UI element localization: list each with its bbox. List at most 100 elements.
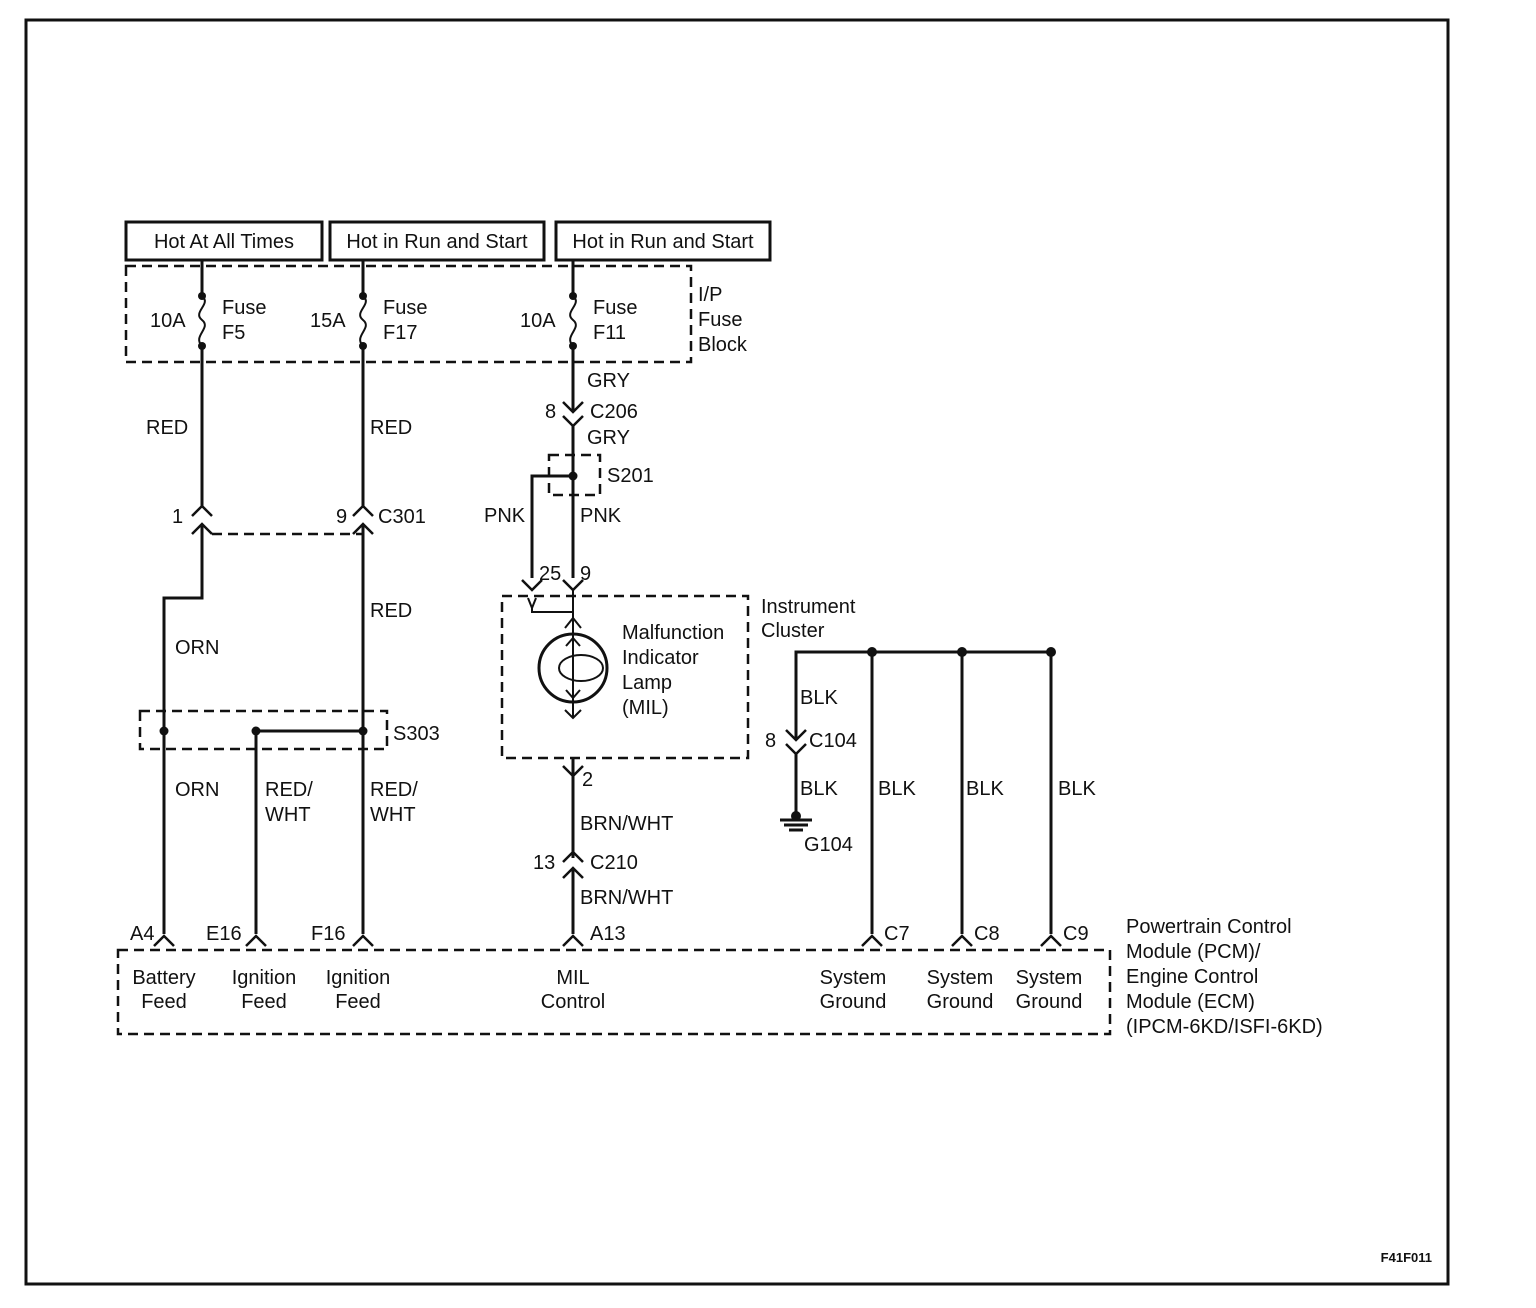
fuse-f11-label: Fuse (593, 297, 637, 319)
wire-label-gry-2: GRY (587, 427, 630, 449)
wire-label-blk-5: BLK (1058, 778, 1096, 800)
c206-pin-label: 8 (545, 401, 556, 423)
pcm-pin-f16-desc-2: Feed (335, 991, 381, 1013)
wire-label-blk-3: BLK (878, 778, 916, 800)
pcm-label-3: Engine Control (1126, 966, 1258, 988)
ic-pin25-label: 25 (539, 563, 561, 585)
c104-lower (785, 743, 807, 756)
mil-label-4: (MIL) (622, 697, 669, 719)
wire-label-redwht-2a: RED/ (370, 779, 418, 801)
power-source-2: Hot in Run and Start (346, 231, 528, 253)
pcm-pin-c7-connector (861, 934, 883, 947)
pcm-pin-c9: C9 (1063, 923, 1089, 945)
fuse-f11-rating: 10A (520, 310, 556, 332)
fuse-f17 (359, 260, 367, 350)
mil-label-1: Malfunction (622, 622, 724, 644)
wire-label-pnk-1: PNK (484, 505, 526, 527)
pcm-pin-a4-connector (153, 934, 175, 947)
mil-label-2: Indicator (622, 647, 699, 669)
fuse-f17-label: Fuse (383, 297, 427, 319)
c301-pin1-female (191, 504, 213, 517)
pcm-label-4: Module (ECM) (1126, 991, 1255, 1013)
pcm-label-5: (IPCM-6KD/ISFI-6KD) (1126, 1016, 1323, 1038)
diagram-frame (24, 18, 1450, 1286)
fuse-block-label-3: Block (698, 334, 748, 356)
ic-pin2-connector (562, 765, 584, 778)
pcm-pin-c7-desc-1: System (820, 967, 887, 989)
fuse-block-label-2: Fuse (698, 309, 742, 331)
c210-upper (562, 850, 584, 863)
fuse-f11 (569, 260, 577, 350)
c206-label: C206 (590, 401, 638, 423)
pcm-pin-e16: E16 (206, 923, 242, 945)
s303-dot-red (358, 726, 368, 736)
wire-label-blk-2: BLK (800, 778, 838, 800)
pcm-pin-c9-desc-1: System (1016, 967, 1083, 989)
pcm-label-1: Powertrain Control (1126, 916, 1292, 938)
instrument-cluster-box (500, 594, 750, 760)
c206-upper (562, 401, 584, 414)
power-source-3: Hot in Run and Start (572, 231, 754, 253)
pcm-pin-f16-desc-1: Ignition (326, 967, 391, 989)
fuse-f5-name: F5 (222, 322, 245, 344)
s303-label: S303 (393, 723, 440, 745)
wire-label-gry-1: GRY (587, 370, 630, 392)
wire-label-blk-1: BLK (800, 687, 838, 709)
pcm-pin-c8: C8 (974, 923, 1000, 945)
wire-label-red-2: RED (370, 417, 412, 439)
pcm-pin-e16-desc-2: Feed (241, 991, 287, 1013)
instrument-cluster-label-1: Instrument (761, 596, 856, 618)
c301-label: C301 (378, 506, 426, 528)
pcm-pin-c9-connector (1040, 934, 1062, 947)
instrument-cluster-label-2: Cluster (761, 620, 825, 642)
c210-label: C210 (590, 852, 638, 874)
pcm-pin-a4-desc-2: Feed (141, 991, 187, 1013)
c301-pin1-label: 1 (172, 506, 183, 528)
power-source-1: Hot At All Times (154, 231, 294, 253)
wire-label-redwht-1b: WHT (265, 804, 311, 826)
ic-pin25-connector (521, 579, 543, 592)
fuse-f5-label: Fuse (222, 297, 266, 319)
wire-orn (162, 526, 204, 934)
wire-label-redwht-2b: WHT (370, 804, 416, 826)
fuse-f5 (198, 260, 206, 350)
wire-pnk-left (530, 474, 573, 578)
pcm-pin-c8-connector (951, 934, 973, 947)
c301-pin9-male (352, 522, 374, 535)
c210-lower (562, 866, 584, 879)
c104-pin-label: 8 (765, 730, 776, 752)
wire-label-pnk-2: PNK (580, 505, 622, 527)
pcm-box (116, 948, 1112, 1036)
wire-label-blk-4: BLK (966, 778, 1004, 800)
pcm-pin-a13: A13 (590, 923, 626, 945)
c104-upper (785, 729, 807, 742)
s303-dot-orn (159, 726, 169, 736)
pcm-pin-c9-desc-2: Ground (1016, 991, 1083, 1013)
pcm-pin-f16: F16 (311, 923, 345, 945)
wire-label-brnwht-1: BRN/WHT (580, 813, 673, 835)
c206-lower (562, 415, 584, 428)
fuse-f17-name: F17 (383, 322, 417, 344)
c210-pin-label: 13 (533, 852, 555, 874)
wire-label-red-1: RED (146, 417, 188, 439)
lamp-output-arrow (564, 709, 582, 720)
power-source-box-2 (328, 220, 546, 262)
pcm-pin-a13-desc-1: MIL (556, 967, 589, 989)
power-source-box-3 (554, 220, 772, 262)
ic-internal-link (531, 608, 574, 620)
s303-splice-box (138, 709, 389, 751)
fuse-f11-name: F11 (593, 322, 626, 344)
fuse-f17-rating: 15A (310, 310, 346, 332)
pcm-label-2: Module (PCM)/ (1126, 941, 1261, 963)
ic-pin2-label: 2 (582, 769, 593, 791)
c301-pin9-label: 9 (336, 506, 347, 528)
ground-symbol-icon (780, 811, 812, 832)
pcm-pin-c8-desc-2: Ground (927, 991, 994, 1013)
mil-lamp-icon (537, 632, 609, 704)
ic-pin9-label: 9 (580, 563, 591, 585)
power-source-box-1 (124, 220, 324, 262)
wire-label-orn-2: ORN (175, 779, 219, 801)
wire-label-red-3: RED (370, 600, 412, 622)
wire-label-orn-1: ORN (175, 637, 219, 659)
pcm-pin-e16-connector (245, 934, 267, 947)
